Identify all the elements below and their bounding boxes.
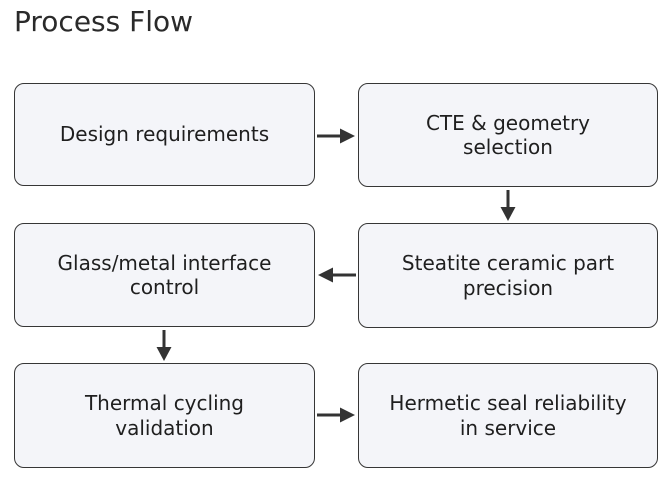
flow-node-label: Steatite ceramic part precision — [401, 251, 615, 300]
page-title: Process Flow — [14, 5, 194, 38]
flow-node-design-requirements: Design requirements — [14, 83, 315, 186]
flow-node-label: Thermal cycling validation — [84, 391, 245, 440]
arrow-down-icon — [500, 190, 516, 221]
arrow-right-icon — [317, 407, 355, 423]
flow-node-label: Design requirements — [59, 122, 270, 147]
flow-node-hermetic-seal-reliability: Hermetic seal reliability in service — [358, 363, 658, 468]
arrow-down-icon — [156, 330, 172, 361]
flow-node-glass-metal-interface-control: Glass/metal interface control — [14, 223, 315, 327]
flow-node-steatite-ceramic-part-precision: Steatite ceramic part precision — [358, 223, 658, 328]
flow-node-label: Hermetic seal reliability in service — [389, 391, 627, 440]
flow-node-label: CTE & geometry selection — [425, 110, 591, 159]
arrow-right-icon — [317, 128, 355, 144]
flow-node-label: Glass/metal interface control — [57, 250, 272, 299]
flow-node-cte-geometry-selection: CTE & geometry selection — [358, 83, 658, 187]
arrow-left-icon — [318, 267, 356, 283]
flow-node-thermal-cycling-validation: Thermal cycling validation — [14, 363, 315, 468]
